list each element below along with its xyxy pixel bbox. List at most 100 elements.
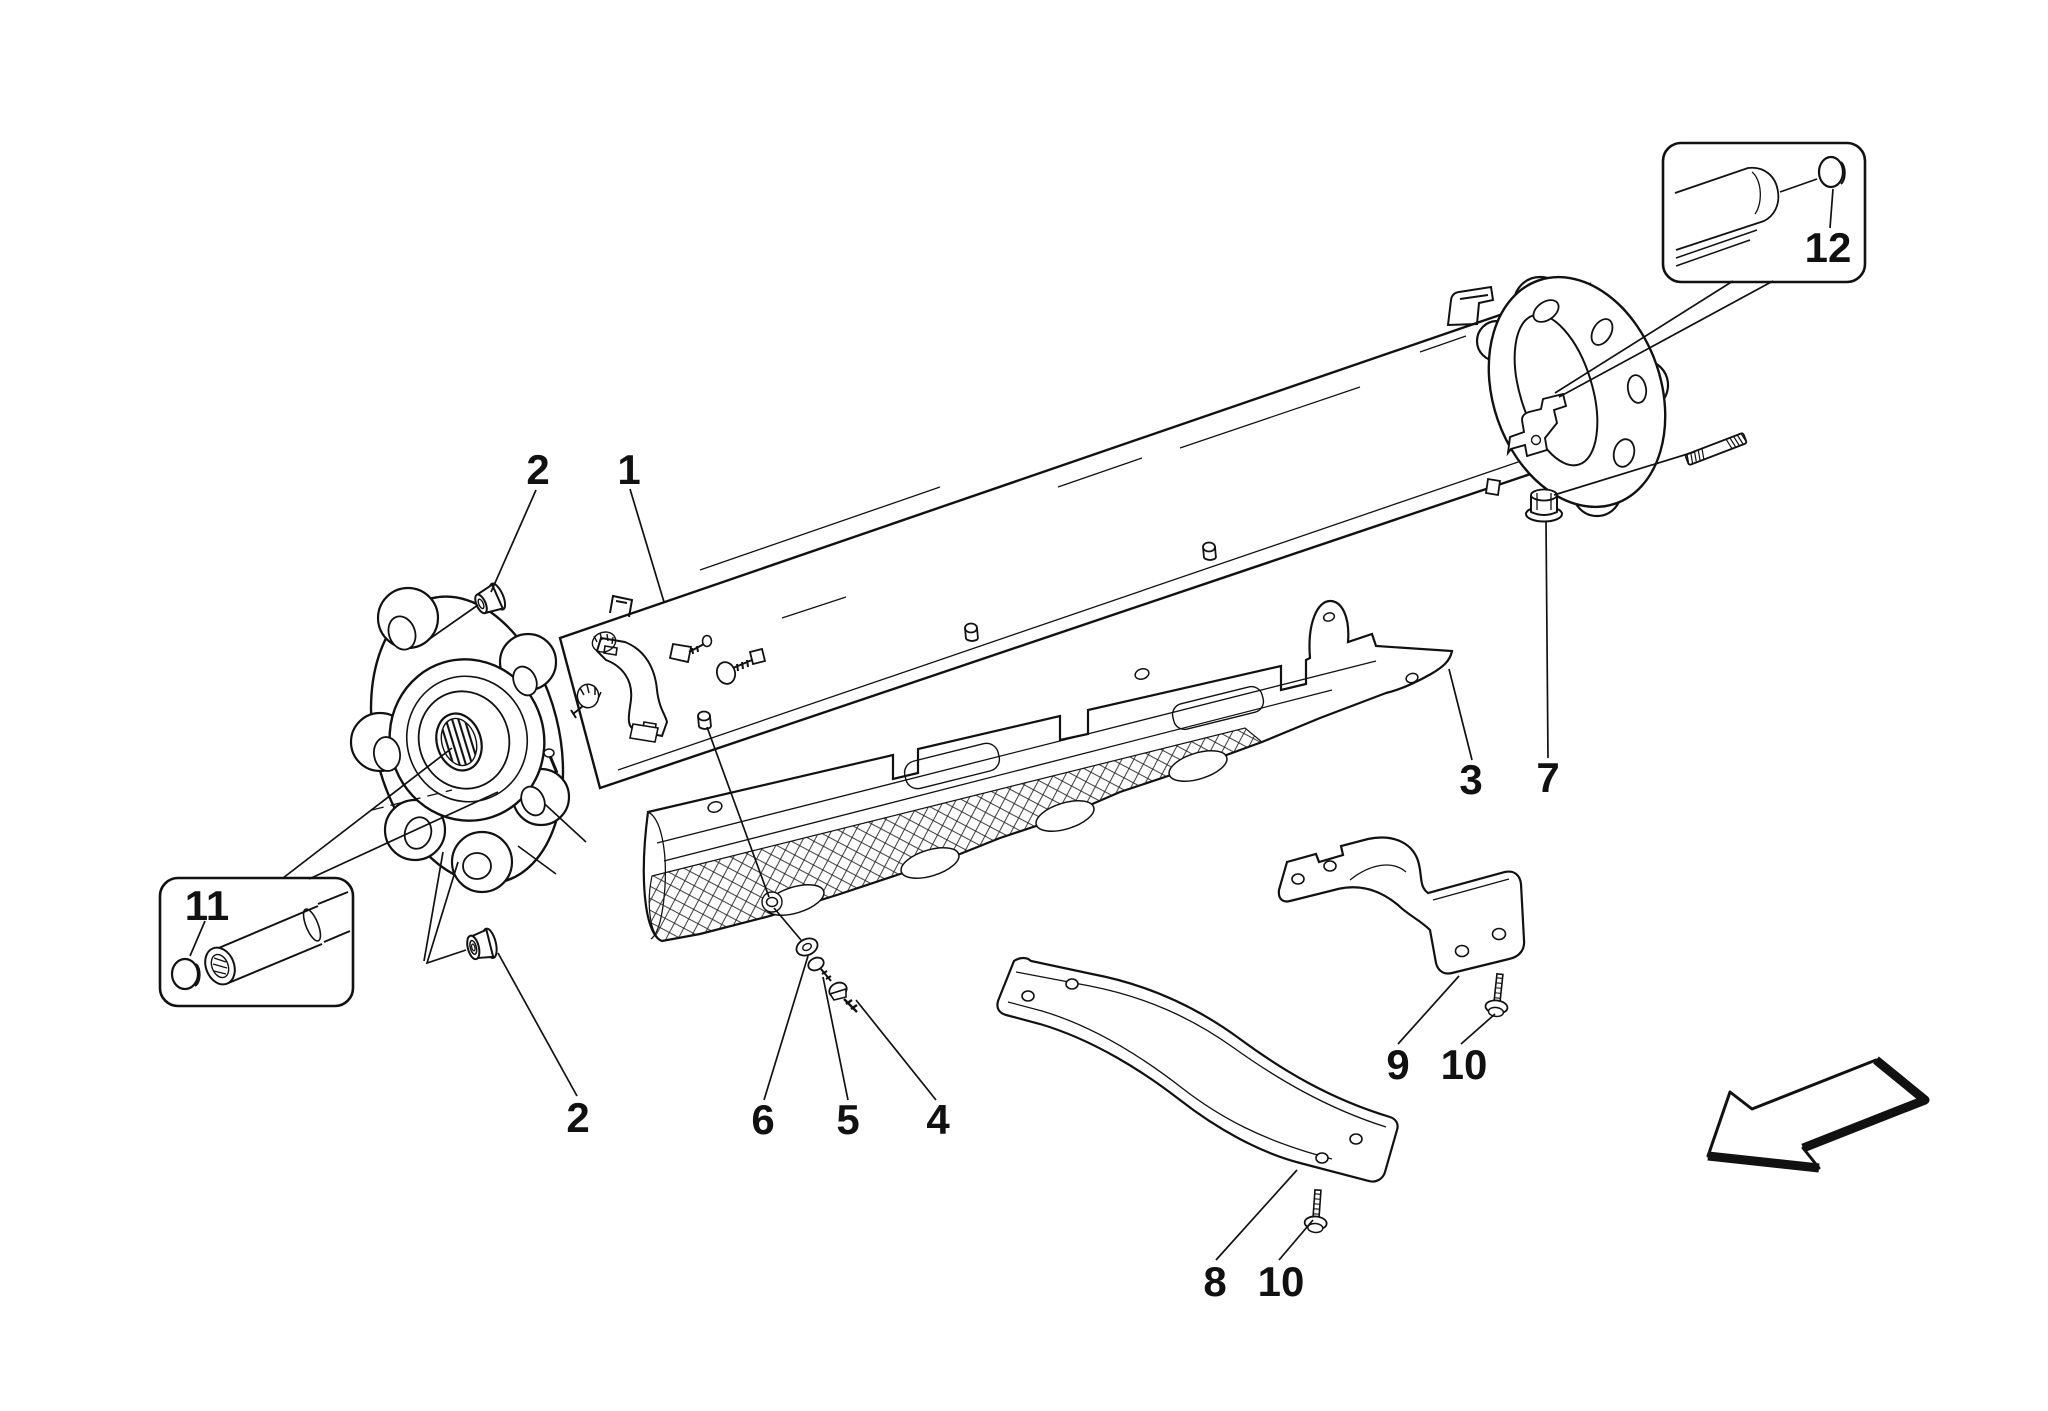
callout-5: 5 (836, 1096, 859, 1143)
brace-hole (1065, 978, 1079, 990)
shield-tab-hole (1322, 612, 1336, 622)
bracket-fold-line (1349, 864, 1510, 901)
callout-3: 3 (1459, 756, 1482, 803)
tube-highlight-line (1419, 335, 1467, 353)
flange-hidden-line (371, 789, 453, 811)
shield-fold-line (663, 689, 1333, 862)
brace-hole (1315, 1152, 1329, 1164)
callout-7: 7 (1536, 754, 1559, 801)
support-bracket (1277, 836, 1526, 975)
strap-foot (629, 723, 659, 743)
leader-3 (1448, 668, 1473, 761)
leader-lines (189, 280, 1774, 1261)
inset-box-11 (158, 876, 355, 1008)
flanged-nut-2-lower (466, 927, 498, 961)
tube-stud (1202, 541, 1217, 561)
flange-bolt-hole (1532, 299, 1560, 323)
star-washer (591, 631, 617, 653)
leader-inset12-a (1554, 280, 1734, 394)
flange-side-bolt (543, 748, 559, 774)
leader-inset11-b (308, 791, 499, 880)
shield-fold-line (656, 660, 1377, 844)
right-flange (1475, 275, 1670, 518)
flange-bolt-hole (512, 665, 538, 697)
shield-bottom-bump (900, 847, 960, 879)
leader-2-lower (497, 952, 578, 1097)
flange-bolt-hole (387, 615, 417, 651)
leader-shield-to-washer (773, 907, 802, 941)
leader-stud-to-shield (706, 726, 770, 898)
callout-10-lower: 10 (1258, 1258, 1305, 1305)
leader-5 (822, 976, 849, 1101)
shield-mesh-hole (765, 896, 779, 908)
splined-bore (435, 712, 483, 772)
direction-arrow (1706, 1056, 1930, 1173)
leader-9 (1397, 975, 1460, 1045)
bracket-hole (1491, 927, 1507, 941)
flange-bolt-hole (1590, 318, 1614, 346)
tube-end-icon (1674, 166, 1780, 267)
screw-10-upper (1484, 972, 1509, 1018)
leader-line (1829, 188, 1834, 229)
left-flange (349, 586, 587, 894)
leader-2-upper (490, 489, 537, 593)
screw-10-lower (1303, 1189, 1328, 1234)
tube-highlight-line (1057, 457, 1143, 488)
leader-1 (629, 488, 665, 603)
screw-clip (570, 683, 602, 719)
plug-cap-icon (1817, 155, 1846, 189)
flange-bolt-hole (520, 785, 546, 817)
brace-hole (1349, 1133, 1363, 1145)
tube-lower-shading-line (617, 459, 1525, 771)
shield-bottom-bump (1168, 750, 1228, 782)
callout-9: 9 (1386, 1041, 1409, 1088)
leader-nut2a-axis (427, 604, 479, 641)
shield-embossed-pad (903, 742, 1001, 790)
leader-10-lower (1278, 1219, 1314, 1261)
leader-nut2b-a (423, 851, 444, 962)
callout-2-lower: 2 (566, 1094, 589, 1141)
leader-inset12-b (1558, 280, 1774, 398)
shield-stud (697, 710, 712, 730)
leader-6 (763, 955, 809, 1101)
inset-frame (1661, 141, 1867, 284)
leader-10-upper (1460, 1013, 1496, 1045)
tube-upper-clip (1446, 285, 1495, 327)
shield-bottom-bump (1035, 800, 1095, 832)
shield-embossed-pad (1171, 685, 1265, 731)
tube-highlight-line (699, 486, 941, 571)
leader-line (1779, 178, 1818, 193)
tube-highlight-line (781, 596, 847, 619)
small-clip (1484, 477, 1502, 497)
heat-shield (642, 599, 1454, 943)
callout-6: 6 (751, 1096, 774, 1143)
cross-brace (996, 956, 1399, 1183)
callout-labels: 2 1 11 2 6 5 4 3 7 12 9 10 8 10 (185, 224, 1852, 1305)
tube-highlight-line (1179, 386, 1361, 449)
threaded-stud (1684, 432, 1748, 466)
callout-4: 4 (926, 1096, 950, 1143)
leader-stud-axis (1553, 451, 1695, 496)
screw-5 (807, 956, 832, 982)
bolt-4 (828, 981, 858, 1013)
callout-10-upper: 10 (1441, 1041, 1488, 1088)
plug-cap-icon (170, 957, 201, 991)
flange-bolt-hole (373, 736, 401, 772)
flanged-nut-2-upper (474, 582, 507, 615)
bracket-hole (1291, 873, 1305, 885)
callout-2-upper: 2 (526, 446, 549, 493)
leader-7 (1545, 520, 1549, 759)
washer-6 (795, 937, 819, 957)
callout-1: 1 (617, 446, 640, 493)
callout-12: 12 (1805, 224, 1852, 271)
bracket-hole (1323, 860, 1337, 872)
strap-bracket (591, 631, 669, 743)
brace-hole (1021, 990, 1035, 1002)
leader-4 (855, 999, 937, 1101)
flanged-nut-7 (1525, 488, 1563, 523)
drive-shaft-tube (558, 282, 1602, 790)
hat-bracket (1506, 392, 1568, 458)
bolt-bracket (715, 647, 767, 685)
